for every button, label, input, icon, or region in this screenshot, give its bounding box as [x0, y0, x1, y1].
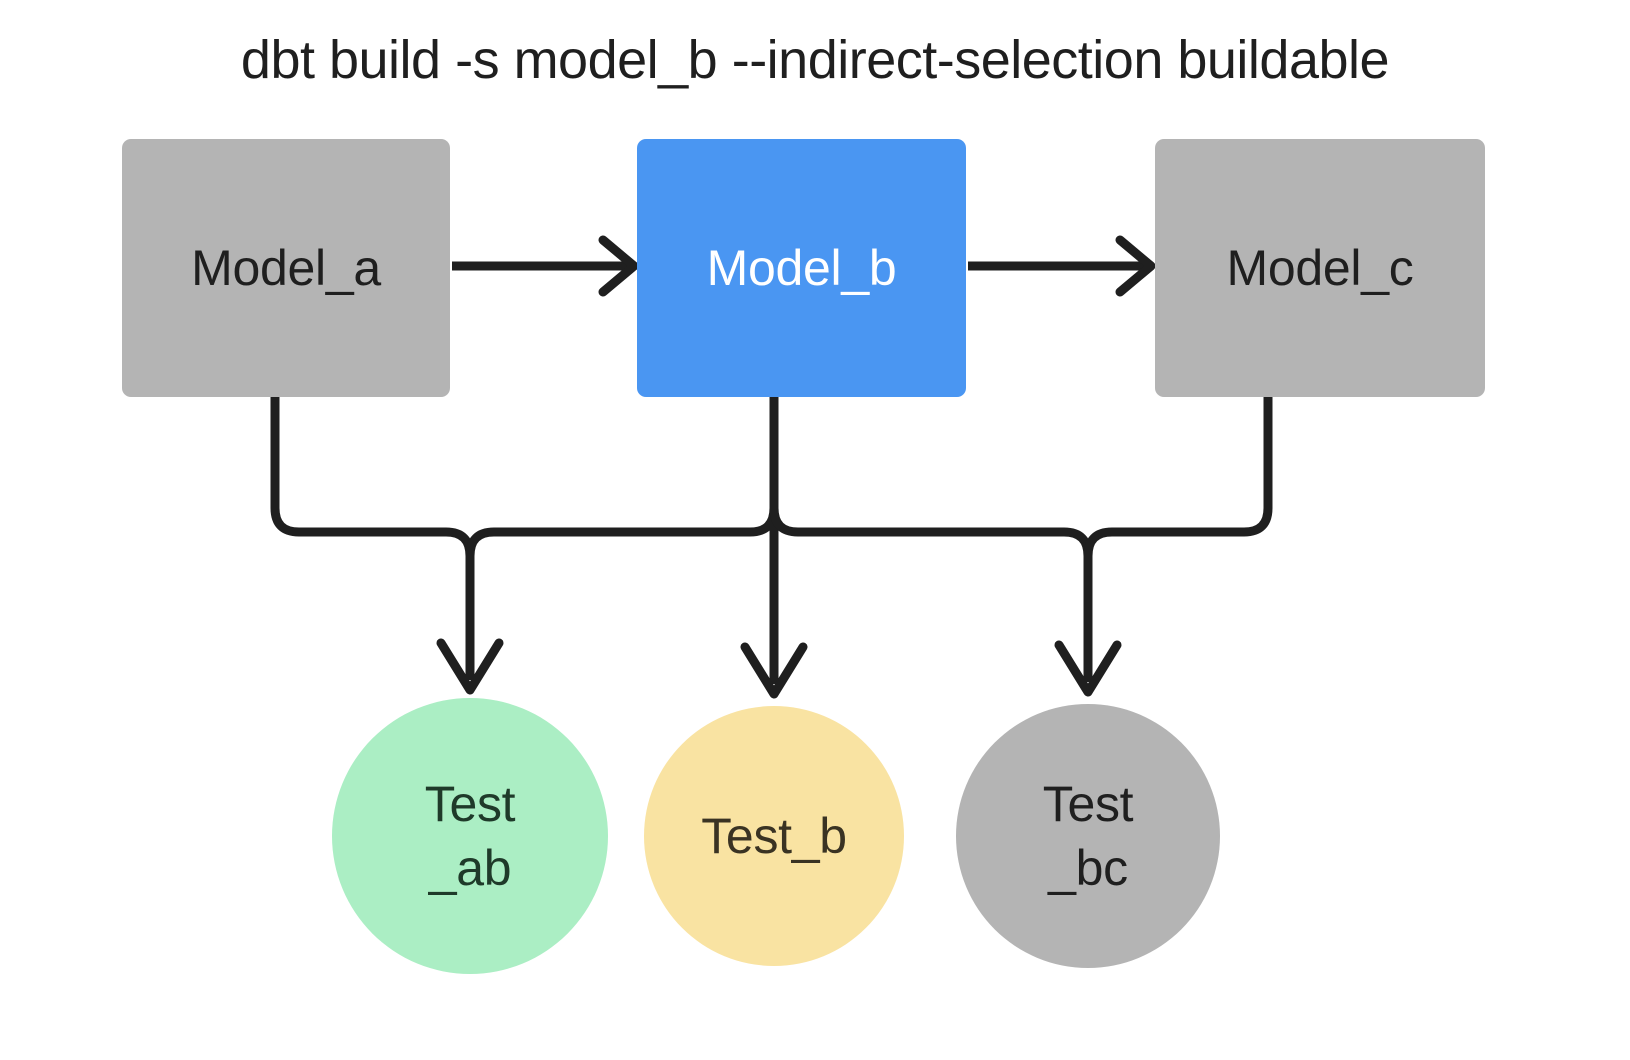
- test-node-test-b[interactable]: Test_b: [644, 706, 904, 966]
- model-node-model-b[interactable]: Model_b: [637, 139, 966, 397]
- model-node-label: Model_a: [191, 240, 381, 296]
- model-node-label: Model_b: [706, 240, 897, 296]
- model-node-label: Model_c: [1226, 240, 1414, 296]
- edge-model-a-to-test-ab: [270, 397, 504, 695]
- model-node-model-c[interactable]: Model_c: [1155, 139, 1485, 397]
- edge-model-b-to-test-bc: [769, 397, 1093, 682]
- test-node-test-ab[interactable]: Test _ab: [332, 698, 608, 974]
- edge-model-b-to-test-ab: [465, 397, 779, 680]
- test-node-test-bc[interactable]: Test _bc: [956, 704, 1220, 968]
- test-node-label-line2: _bc: [1048, 840, 1128, 896]
- edge-model-c-to-test-bc: [1054, 397, 1273, 697]
- test-node-label-line2: _ab: [428, 840, 512, 896]
- test-node-label-line1: Test_b: [701, 808, 847, 864]
- page-title: dbt build -s model_b --indirect-selectio…: [240, 30, 1390, 90]
- edge-model-a-to-model-b: [452, 235, 639, 297]
- test-node-label-line1: Test: [424, 776, 516, 832]
- edge-model-b-to-test-b: [740, 397, 808, 699]
- model-node-model-a[interactable]: Model_a: [122, 139, 450, 397]
- test-node-label-line1: Test: [1042, 776, 1134, 832]
- edge-model-b-to-model-c: [968, 235, 1156, 297]
